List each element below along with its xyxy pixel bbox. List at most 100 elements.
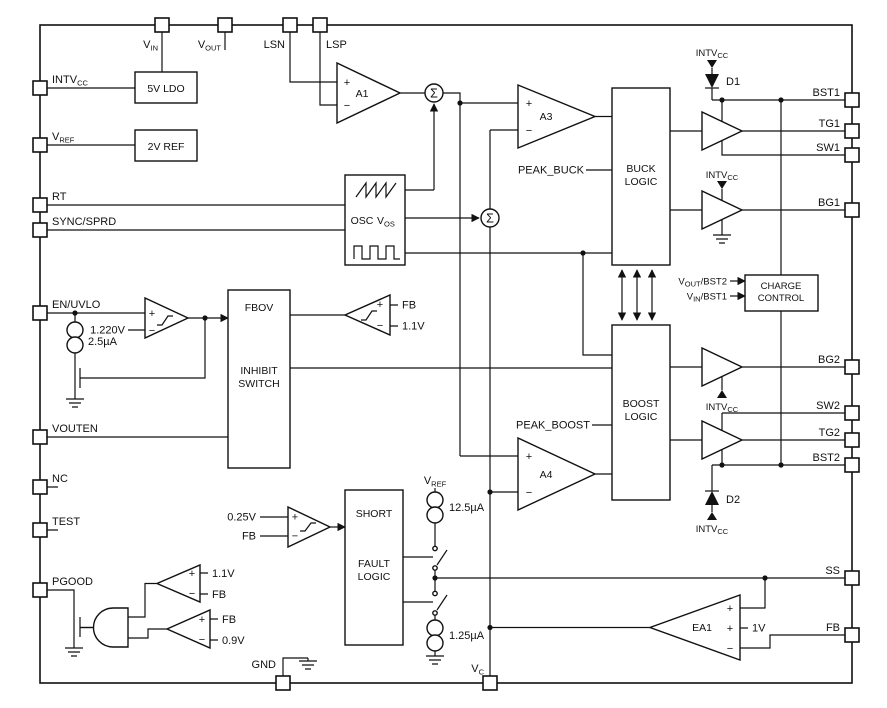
- block-5v-ldo: 5V LDO: [134, 71, 198, 104]
- current-source-ss-12p5ua: 12.5µA: [426, 491, 485, 524]
- pin-vouten: VOUTEN: [32, 423, 98, 445]
- svg-text:SYNC/SPRD: SYNC/SPRD: [52, 216, 116, 228]
- short-threshold-label: 0.25V: [227, 512, 256, 524]
- fbov-fb-label: FB: [402, 300, 416, 312]
- svg-text:CHARGE: CHARGE: [761, 281, 802, 292]
- pgood-uv-fb-label: FB: [222, 614, 236, 626]
- svg-text:BUCK: BUCK: [626, 163, 655, 175]
- pgood-and-gate: [92, 607, 129, 648]
- summer-2: Σ: [480, 208, 500, 228]
- pin-vout: VOUT: [198, 17, 233, 53]
- hysteresis-icon: [361, 310, 377, 321]
- pgood-ov-fb-label: FB: [212, 589, 226, 601]
- sawtooth-waveform-icon: [355, 181, 397, 199]
- svg-text:SWITCH: SWITCH: [238, 378, 279, 390]
- svg-text:RT: RT: [52, 191, 67, 203]
- svg-text:+: +: [189, 568, 195, 580]
- svg-text:LSN: LSN: [264, 39, 285, 51]
- ss-discharge-switch: [432, 590, 448, 616]
- pin-sw1: SW1: [816, 142, 860, 163]
- current-source-ss-1p25ua: 1.25µA: [426, 619, 485, 652]
- svg-text:TG1: TG1: [819, 118, 840, 130]
- svg-text:−: −: [727, 643, 733, 655]
- svg-text:VOUTEN: VOUTEN: [52, 423, 98, 435]
- pin-bg1: BG1: [818, 197, 860, 218]
- svg-text:Σ: Σ: [430, 87, 438, 101]
- gate-driver-tg2: [701, 419, 744, 461]
- comparator-en-uvlo: + −: [144, 296, 190, 340]
- svg-text:−: −: [526, 125, 532, 137]
- comparator-fbov: + −: [343, 293, 391, 337]
- pin-tg1: TG1: [819, 118, 860, 139]
- pgood-ov-threshold-label: 1.1V: [212, 568, 235, 580]
- svg-text:FB: FB: [826, 622, 840, 634]
- svg-text:VOUT: VOUT: [198, 39, 222, 53]
- svg-text:+: +: [526, 451, 532, 463]
- peak-boost-label: PEAK_BOOST: [516, 420, 590, 432]
- svg-text:TEST: TEST: [52, 516, 80, 528]
- svg-text:−: −: [377, 320, 383, 332]
- peak-buck-label: PEAK_BUCK: [518, 165, 585, 177]
- block-osc: OSC VOS: [344, 174, 406, 266]
- charge-control-in2-label: VIN/BST1: [687, 292, 727, 304]
- svg-text:2V REF: 2V REF: [148, 141, 185, 153]
- pin-vc: VC: [471, 663, 498, 691]
- svg-text:1.25µA: 1.25µA: [449, 630, 485, 642]
- svg-text:A3: A3: [540, 111, 553, 123]
- amp-a4: + − A4: [517, 436, 597, 512]
- hysteresis-icon: [300, 522, 316, 532]
- pgood-uv-threshold-label: 0.9V: [222, 635, 245, 647]
- svg-text:Σ: Σ: [486, 212, 494, 226]
- svg-text:VREF: VREF: [52, 131, 75, 145]
- svg-text:OSC: OSC: [351, 215, 374, 227]
- pin-sw2: SW2: [816, 400, 860, 421]
- svg-text:+: +: [149, 308, 155, 320]
- svg-text:NC: NC: [52, 473, 68, 485]
- svg-text:VC: VC: [471, 663, 484, 677]
- svg-text:INTVCC: INTVCC: [706, 170, 739, 182]
- svg-text:INTVCC: INTVCC: [696, 524, 729, 536]
- svg-text:INTVCC: INTVCC: [706, 402, 739, 414]
- pin-ss: SS: [825, 565, 860, 586]
- svg-text:+: +: [526, 98, 532, 110]
- en-threshold-label: 1.220V: [90, 325, 126, 337]
- svg-text:+: +: [377, 299, 383, 311]
- supply-arrow-icon: [717, 390, 727, 398]
- svg-text:EA1: EA1: [692, 622, 712, 634]
- pin-intvcc: INTVCC: [32, 74, 88, 96]
- svg-text:A1: A1: [356, 88, 369, 100]
- svg-text:LOGIC: LOGIC: [625, 411, 658, 423]
- pin-gnd: GND: [252, 657, 318, 691]
- gate-driver-tg1: [701, 110, 744, 152]
- pin-sync-sprd: SYNC/SPRD: [32, 216, 116, 238]
- svg-text:−: −: [526, 487, 532, 499]
- gate-driver-bg2: INTVCC: [701, 346, 744, 414]
- amp-a3: + − A3: [517, 83, 597, 150]
- svg-text:12.5µA: 12.5µA: [449, 502, 485, 514]
- pin-vin: VIN: [143, 17, 170, 53]
- svg-text:SHORT: SHORT: [356, 508, 393, 520]
- svg-text:FBOV: FBOV: [245, 302, 274, 314]
- svg-text:−: −: [199, 634, 205, 646]
- svg-text:A4: A4: [540, 469, 553, 481]
- svg-text:SS: SS: [825, 565, 840, 577]
- pin-vref: VREF: [32, 131, 75, 153]
- ea1-ref-label: 1V: [752, 623, 766, 635]
- svg-text:5V LDO: 5V LDO: [147, 83, 184, 95]
- mosfet-pgood: [64, 612, 93, 657]
- svg-text:INTVCC: INTVCC: [696, 48, 729, 60]
- charge-control-in1-label: VOUT/BST2: [678, 277, 727, 289]
- svg-text:+: +: [199, 614, 205, 626]
- pin-bst1: BST1: [812, 87, 860, 108]
- svg-text:VOS: VOS: [377, 215, 395, 229]
- diode-d2: INTVCC D2: [696, 490, 740, 536]
- svg-text:−: −: [149, 325, 155, 337]
- svg-text:BST1: BST1: [812, 87, 840, 99]
